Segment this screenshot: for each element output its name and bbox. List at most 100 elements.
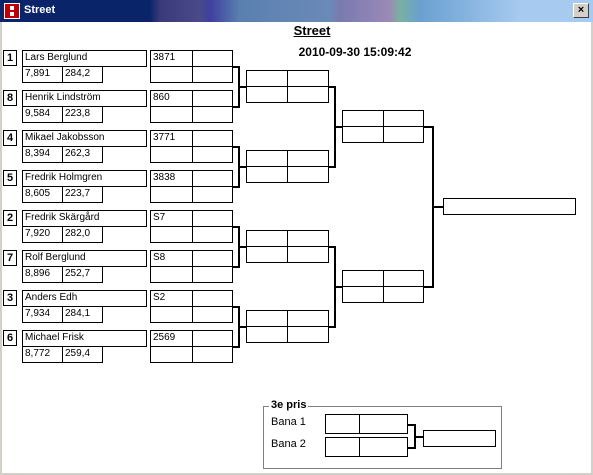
bracket-connector: [424, 126, 433, 128]
result-cell[interactable]: [192, 306, 233, 323]
racer-time: 9,584: [22, 106, 63, 123]
result-cell[interactable]: [150, 106, 193, 123]
racer-id: 3771: [150, 130, 193, 147]
app-icon[interactable]: [4, 3, 20, 19]
racer-speed: 282,0: [62, 226, 103, 243]
third-place-lane2-cell-a[interactable]: [325, 437, 360, 457]
qf-cell[interactable]: [246, 310, 288, 327]
qf-cell[interactable]: [246, 246, 288, 263]
sf-cell[interactable]: [342, 110, 384, 127]
qf-cell[interactable]: [287, 150, 329, 167]
seed-number: 3: [3, 290, 17, 306]
result-cell[interactable]: [192, 226, 233, 243]
racer-time: 8,394: [22, 146, 63, 163]
racer-speed: 252,7: [62, 266, 103, 283]
qf-cell[interactable]: [246, 86, 288, 103]
qf-cell[interactable]: [287, 86, 329, 103]
racer-time: 7,920: [22, 226, 63, 243]
bracket-connector: [334, 286, 342, 288]
racer-time: 7,934: [22, 306, 63, 323]
window-frame-right: [591, 22, 593, 475]
racer-speed: 259,4: [62, 346, 103, 363]
third-place-lane2-cell-b[interactable]: [359, 437, 408, 457]
title-bar[interactable]: Street ×: [0, 0, 593, 22]
result-cell[interactable]: [150, 306, 193, 323]
racer-time: 8,772: [22, 346, 63, 363]
result-cell[interactable]: [192, 146, 233, 163]
bracket-connector: [238, 86, 246, 88]
third-place-group: [263, 406, 502, 469]
seed-number: 6: [3, 330, 17, 346]
final-result-box[interactable]: [443, 198, 576, 215]
result-cell[interactable]: [192, 250, 233, 267]
qf-cell[interactable]: [246, 230, 288, 247]
result-cell[interactable]: [192, 66, 233, 83]
racer-name: Fredrik Holmgren: [22, 170, 147, 187]
racer-name: Rolf Berglund: [22, 250, 147, 267]
result-cell[interactable]: [192, 50, 233, 67]
qf-cell[interactable]: [287, 70, 329, 87]
result-cell[interactable]: [150, 66, 193, 83]
result-cell[interactable]: [192, 330, 233, 347]
qf-cell[interactable]: [246, 150, 288, 167]
third-place-connector: [414, 436, 424, 438]
result-cell[interactable]: [192, 90, 233, 107]
third-place-lane1-cell-b[interactable]: [359, 414, 408, 434]
third-place-result-box[interactable]: [423, 430, 496, 447]
bracket-connector: [233, 106, 239, 108]
seed-number: 2: [3, 210, 17, 226]
qf-cell[interactable]: [246, 70, 288, 87]
sf-cell[interactable]: [383, 270, 424, 287]
qf-cell[interactable]: [246, 166, 288, 183]
result-cell[interactable]: [192, 290, 233, 307]
bracket-connector: [432, 206, 443, 208]
third-place-lane1-cell-a[interactable]: [325, 414, 360, 434]
bracket-connector: [334, 126, 342, 128]
result-cell[interactable]: [150, 226, 193, 243]
racer-name: Lars Berglund: [22, 50, 147, 67]
bracket-connector: [233, 346, 239, 348]
seed-number: 4: [3, 130, 17, 146]
result-cell[interactable]: [192, 346, 233, 363]
qf-cell[interactable]: [287, 230, 329, 247]
racer-speed: 284,1: [62, 306, 103, 323]
qf-cell[interactable]: [287, 166, 329, 183]
result-cell[interactable]: [150, 346, 193, 363]
result-cell[interactable]: [192, 186, 233, 203]
qf-cell[interactable]: [287, 326, 329, 343]
bracket-connector: [329, 326, 335, 328]
bracket-connector: [233, 66, 239, 68]
sf-cell[interactable]: [342, 270, 384, 287]
result-cell[interactable]: [192, 130, 233, 147]
close-button[interactable]: ×: [573, 3, 589, 18]
result-cell[interactable]: [192, 210, 233, 227]
qf-cell[interactable]: [287, 246, 329, 263]
bracket-connector: [329, 246, 335, 248]
result-cell[interactable]: [150, 266, 193, 283]
racer-name: Michael Frisk: [22, 330, 147, 347]
qf-cell[interactable]: [287, 310, 329, 327]
racer-name: Anders Edh: [22, 290, 147, 307]
racer-name: Mikael Jakobsson: [22, 130, 147, 147]
racer-id: S7: [150, 210, 193, 227]
sf-cell[interactable]: [342, 126, 384, 143]
result-cell[interactable]: [192, 170, 233, 187]
third-place-title: 3e pris: [269, 399, 309, 411]
bracket-connector: [329, 86, 335, 88]
sf-cell[interactable]: [342, 286, 384, 303]
window-frame-bottom: [0, 473, 593, 475]
result-cell[interactable]: [150, 186, 193, 203]
result-cell[interactable]: [192, 106, 233, 123]
qf-cell[interactable]: [246, 326, 288, 343]
close-icon: ×: [577, 4, 585, 16]
racer-id: 2569: [150, 330, 193, 347]
result-cell[interactable]: [192, 266, 233, 283]
racer-id: 860: [150, 90, 193, 107]
sf-cell[interactable]: [383, 110, 424, 127]
window-frame-left: [0, 22, 2, 475]
result-cell[interactable]: [150, 146, 193, 163]
racer-id: 3838: [150, 170, 193, 187]
sf-cell[interactable]: [383, 126, 424, 143]
bracket-connector: [238, 166, 246, 168]
sf-cell[interactable]: [383, 286, 424, 303]
